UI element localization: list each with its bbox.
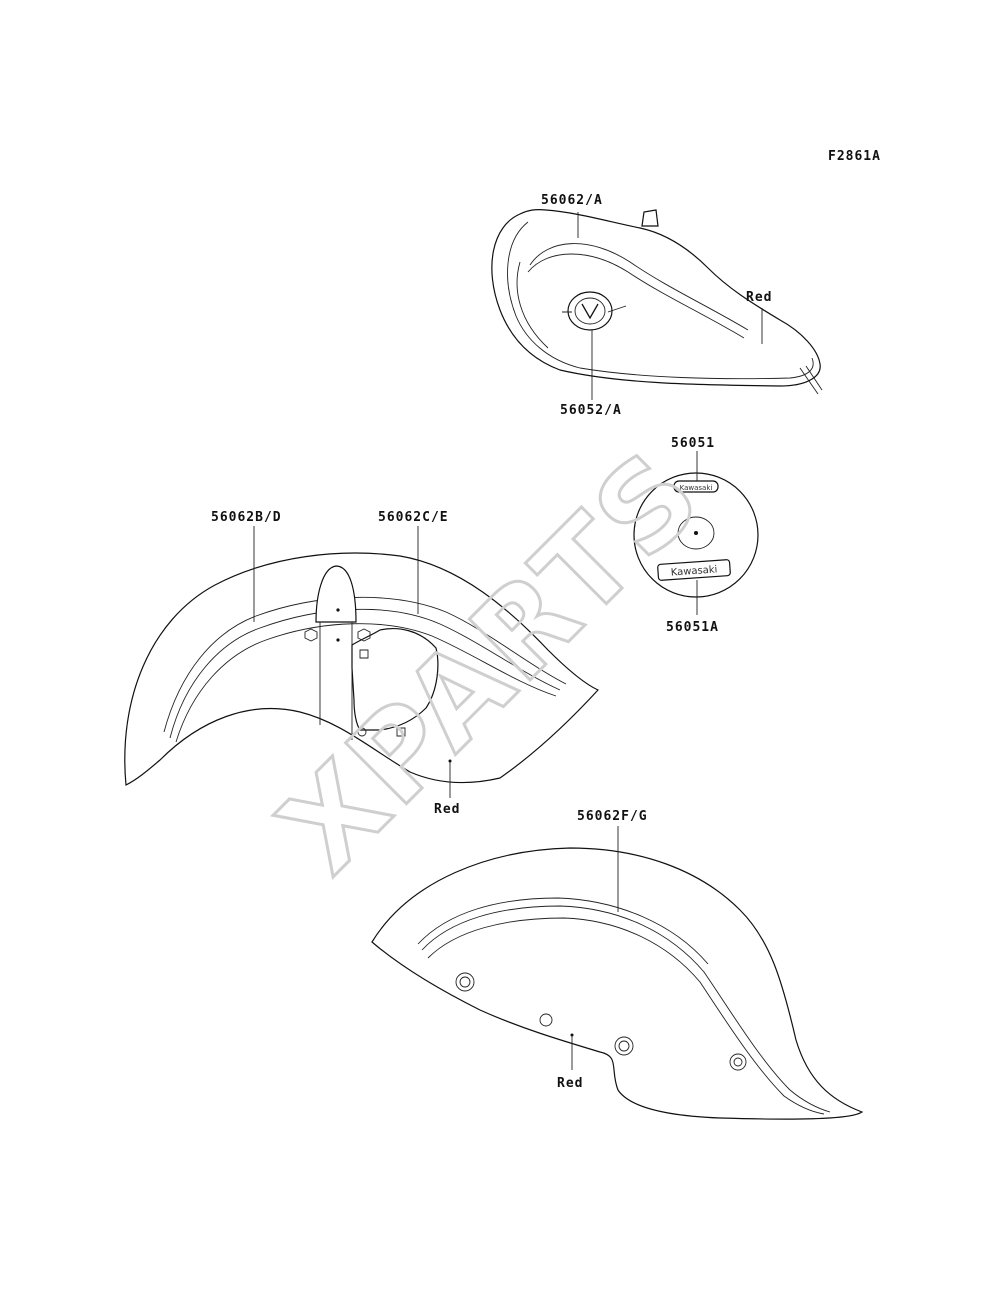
fuel-tank xyxy=(491,209,823,400)
badge-bottom-logo: Kawasaki xyxy=(670,564,717,578)
callout-front-fender-color: Red xyxy=(434,802,460,817)
callout-tank-emblem: 56052/A xyxy=(560,403,622,418)
front-fender xyxy=(124,526,599,798)
tank-emblem-icon xyxy=(562,291,627,331)
rear-fender xyxy=(371,826,864,1120)
callout-badge-top: 56051 xyxy=(671,436,715,451)
badge-top-logo: Kawasaki xyxy=(680,484,713,492)
callout-rear-fender-stripe: 56062F/G xyxy=(577,809,648,824)
callout-front-fender-c: 56062C/E xyxy=(378,510,449,525)
callout-tank-stripe: 56062/A xyxy=(541,193,603,208)
callout-badge-bottom: 56051A xyxy=(666,620,719,635)
callout-tank-color: Red xyxy=(746,290,772,305)
callout-front-fender-b: 56062B/D xyxy=(211,510,282,525)
figure-code: F2861A xyxy=(828,149,881,164)
callout-rear-fender-color: Red xyxy=(557,1076,583,1091)
round-badge: Kawasaki Kawasaki xyxy=(633,451,759,615)
